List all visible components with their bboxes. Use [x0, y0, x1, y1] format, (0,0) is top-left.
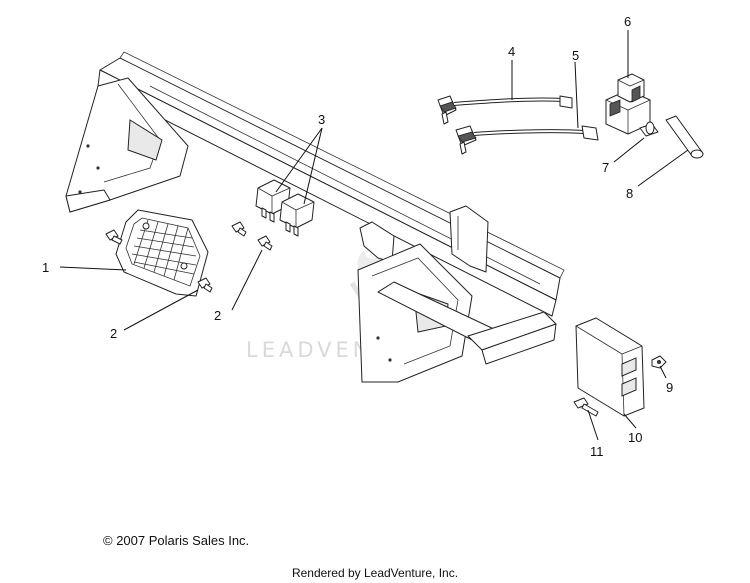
callout-5: 5	[572, 48, 579, 63]
part-3-relays	[255, 179, 315, 237]
copyright-text: © 2007 Polaris Sales Inc.	[103, 533, 250, 548]
part-10-control-module	[575, 317, 645, 417]
callout-11: 11	[590, 444, 604, 459]
screw-part-2-c	[231, 221, 247, 237]
part-4-sensor-cable	[437, 95, 573, 125]
chassis-frame	[65, 51, 565, 383]
callout-7: 7	[602, 160, 609, 175]
callouts: 1 2 2 3 4 5 6 7 8 9 10 11	[42, 14, 673, 459]
screw-part-2-b	[197, 277, 213, 293]
callout-8: 8	[626, 186, 633, 201]
part-6-connector	[605, 73, 651, 135]
leader-lines	[59, 30, 689, 441]
callout-2-b: 2	[214, 308, 221, 323]
callout-2-a: 2	[110, 326, 117, 341]
callout-9: 9	[666, 380, 673, 395]
screw-part-2-a	[105, 229, 123, 245]
callout-3: 3	[318, 112, 325, 127]
screw-part-2-d	[257, 235, 273, 251]
callout-10: 10	[628, 430, 642, 445]
part-9-nut	[651, 355, 667, 369]
part-5-sensor-cable	[455, 125, 599, 155]
part-11-bolt	[573, 397, 599, 417]
part-8-sleeve	[665, 115, 704, 159]
callout-1: 1	[42, 260, 49, 275]
part-1-regulator	[115, 209, 209, 297]
part-7-bushing	[639, 121, 659, 137]
callout-6: 6	[624, 14, 631, 29]
rendered-by-text: Rendered by LeadVenture, Inc.	[291, 566, 459, 580]
callout-4: 4	[508, 44, 515, 59]
